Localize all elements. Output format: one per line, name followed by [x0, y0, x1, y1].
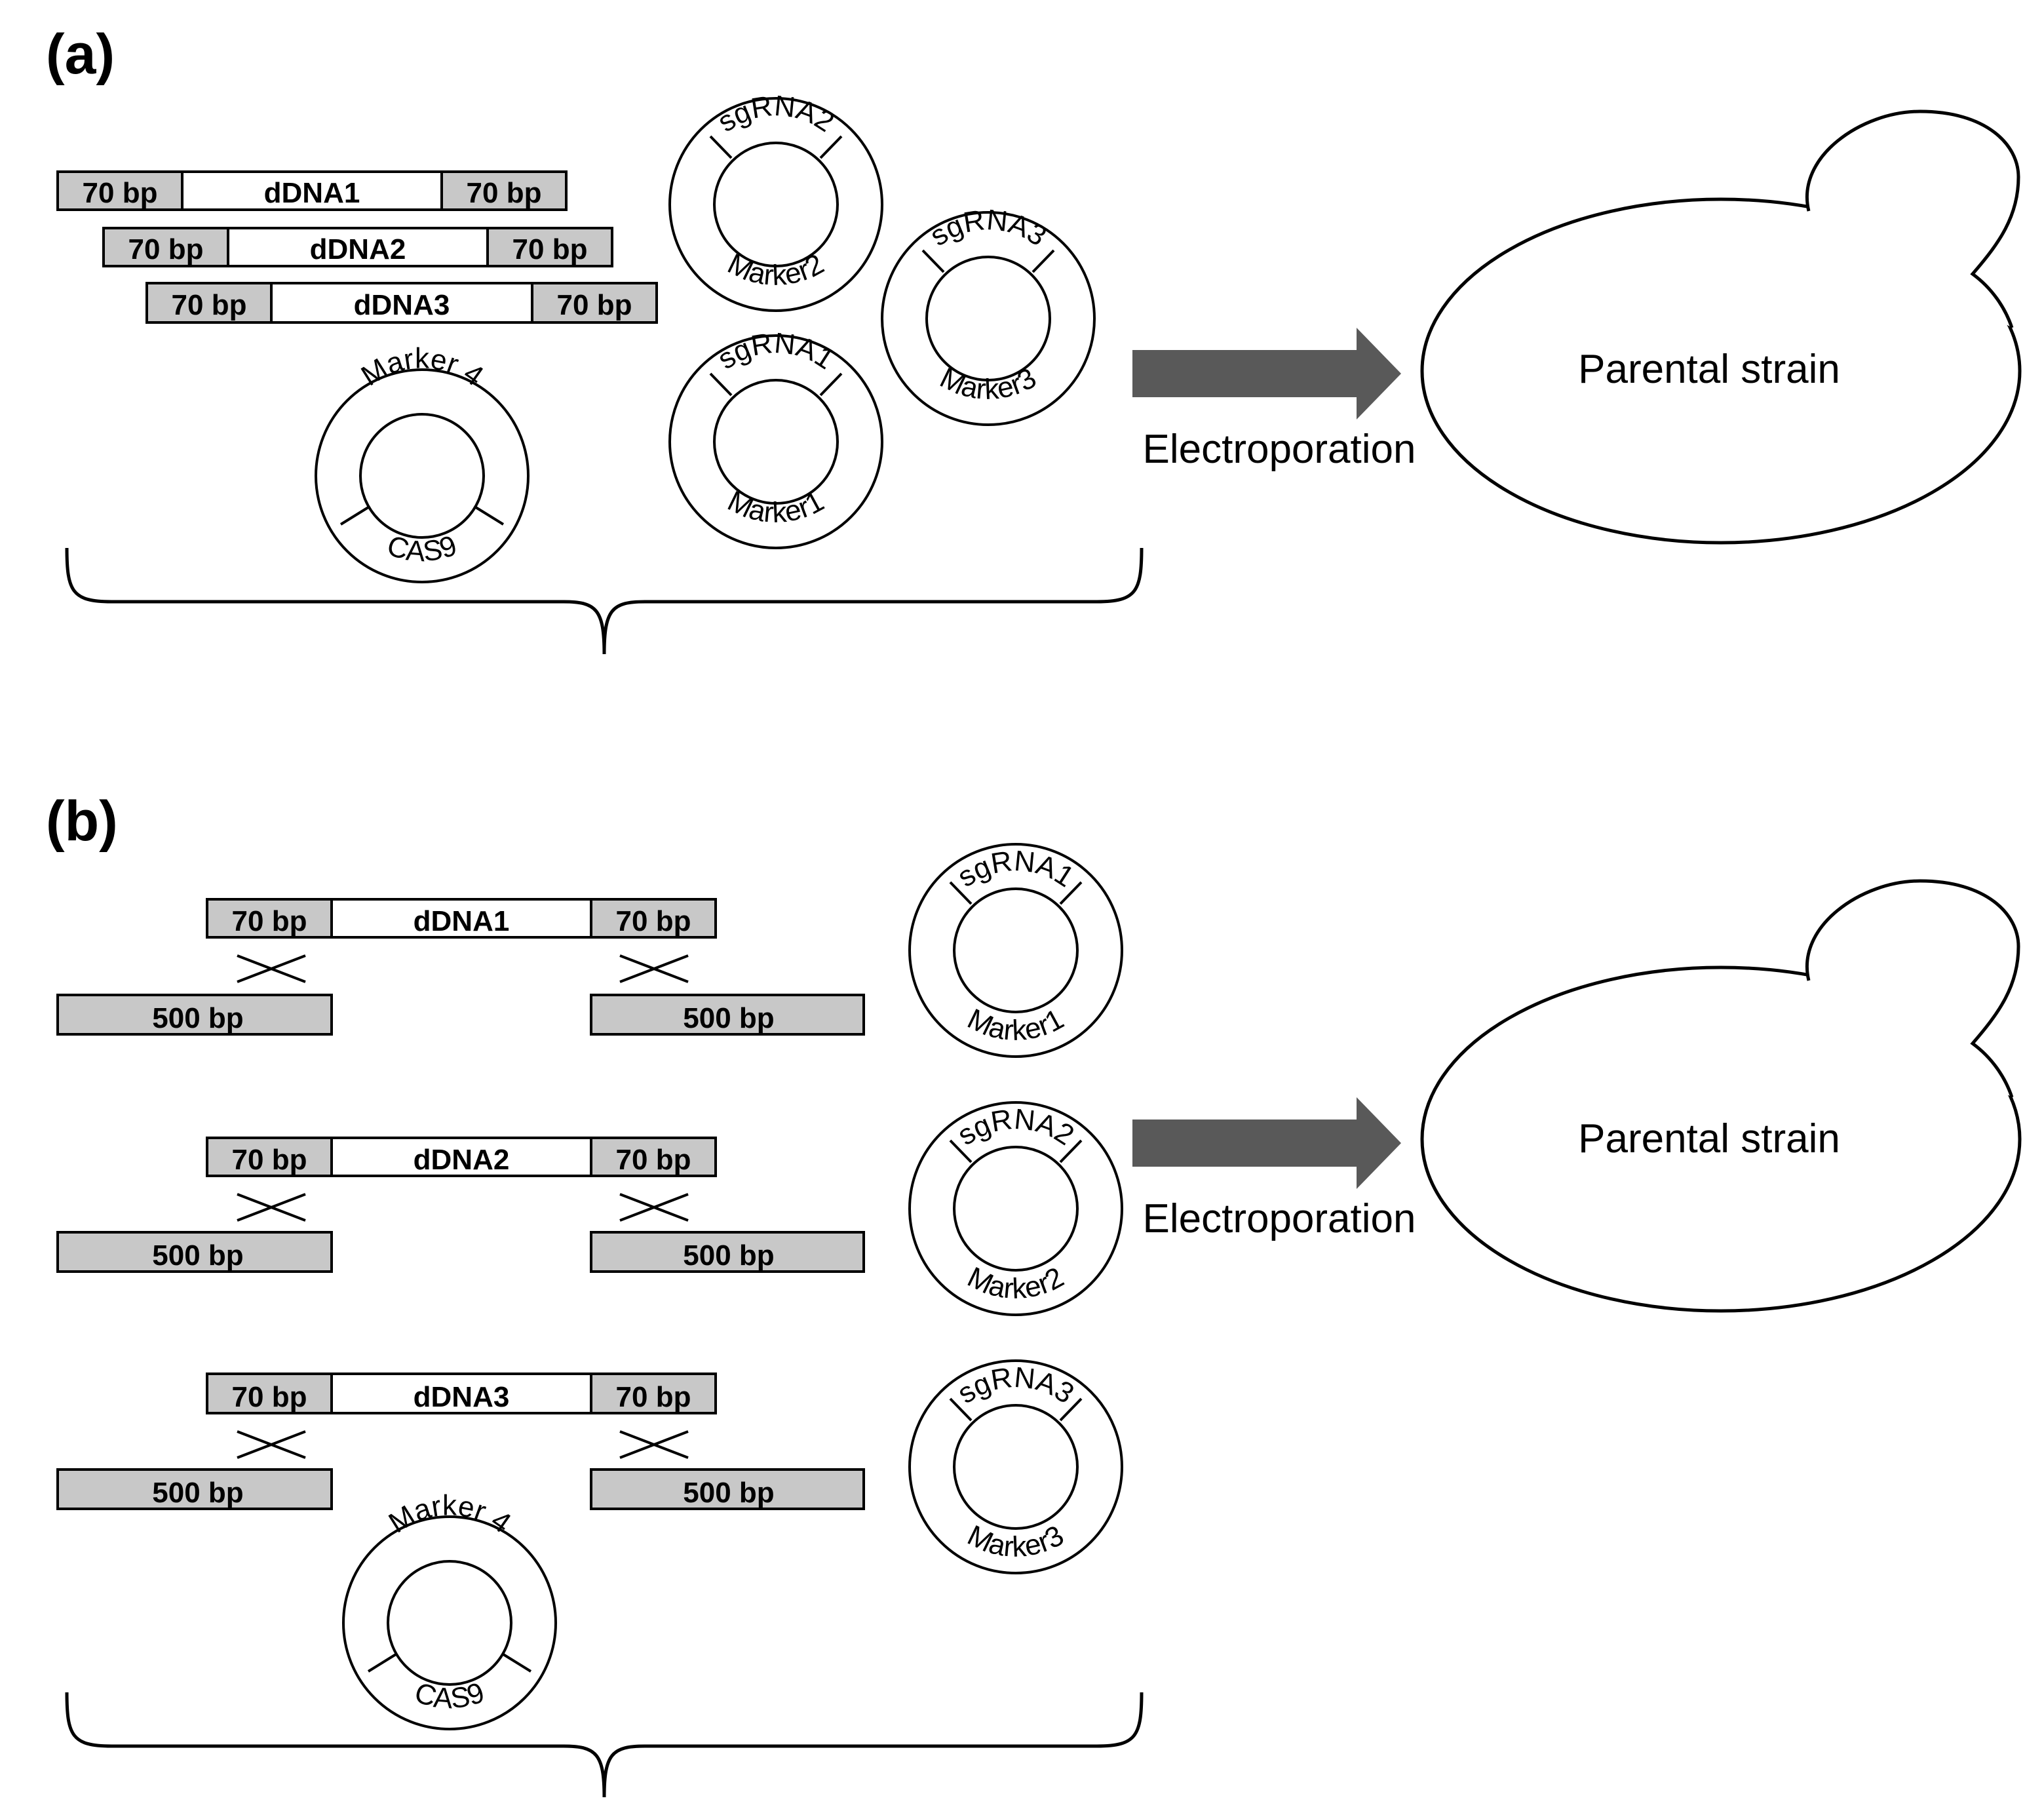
donor-dna-a1: 70 bp dDNA1 70 bp [56, 170, 568, 211]
donor-name-label: dDNA1 [414, 905, 510, 937]
plasmid-sgrna2: sgRNA2 Marker2 [908, 1101, 1123, 1316]
donor-core [330, 898, 592, 939]
donor-core [181, 170, 443, 211]
genomic-homology-left [56, 1468, 333, 1510]
plasmid-bottom-label: CAS9 [411, 1676, 488, 1715]
donor-name-label: dDNA3 [414, 1381, 510, 1413]
arm-left-label: 70 bp [232, 1381, 307, 1413]
plasmid-sgrna1: sgRNA1 Marker1 [668, 327, 883, 549]
plasmid-sgrna1: sgRNA1 Marker1 [908, 843, 1123, 1058]
crossover-mark [619, 954, 689, 983]
genomic-left-label: 500 bp [152, 1239, 243, 1272]
homology-arm-left [206, 1137, 333, 1177]
arm-right-label: 70 bp [616, 1381, 691, 1413]
homology-arm-left [206, 898, 333, 939]
donor-core [330, 1373, 592, 1414]
cell-label: Parental strain [1578, 1116, 1840, 1161]
genomic-right-label: 500 bp [683, 1002, 774, 1034]
cell-label: Parental strain [1578, 347, 1840, 392]
homology-arm-right [590, 898, 717, 939]
crossover-mark [237, 1193, 306, 1222]
genomic-homology-left [56, 994, 333, 1036]
yeast-cell [1420, 109, 2022, 545]
plasmid-cas9: Marker 4 CAS9 [342, 1489, 557, 1730]
arm-right-label: 70 bp [557, 289, 632, 321]
homology-arm-left [145, 282, 273, 324]
arrow-label: Electroporation [1142, 427, 1416, 472]
donor-core [227, 227, 489, 267]
homology-arm-left [56, 170, 183, 211]
donor-dna-b3: 70 bp dDNA3 70 bp 500 bp 500 bp [56, 1373, 865, 1510]
crossover-mark [237, 954, 306, 983]
plasmid-sgrna3: sgRNA3 Marker3 [881, 204, 1096, 426]
arm-left-label: 70 bp [128, 233, 204, 265]
electroporation-arrow [1132, 328, 1401, 419]
donor-name-label: dDNA2 [310, 233, 406, 265]
panel-b: (b) 70 bp dDNA1 70 bp 500 bp 500 bp 70 b… [46, 790, 2022, 1798]
arm-right-label: 70 bp [467, 177, 542, 209]
genomic-homology-right [590, 994, 865, 1036]
panel-a-label: (a) [46, 23, 115, 86]
donor-name-label: dDNA1 [264, 177, 360, 209]
homology-arm-right [531, 282, 658, 324]
genomic-left-label: 500 bp [152, 1477, 243, 1509]
crossover-mark [619, 1193, 689, 1222]
genomic-homology-right [590, 1468, 865, 1510]
arm-right-label: 70 bp [616, 1144, 691, 1176]
genomic-right-label: 500 bp [683, 1239, 774, 1272]
plasmid-bottom-label: CAS9 [383, 529, 461, 568]
donor-dna-a2: 70 bp dDNA2 70 bp [102, 227, 613, 267]
donor-dna-b2: 70 bp dDNA2 70 bp 500 bp 500 bp [56, 1137, 865, 1273]
electroporation-arrow [1132, 1097, 1401, 1189]
donor-name-label: dDNA2 [414, 1144, 510, 1176]
genomic-homology-right [590, 1231, 865, 1273]
genomic-homology-left [56, 1231, 333, 1273]
arm-left-label: 70 bp [172, 289, 247, 321]
donor-dna-b1: 70 bp dDNA1 70 bp 500 bp 500 bp [56, 898, 865, 1036]
homology-arm-right [486, 227, 613, 267]
plasmid-sgrna2: sgRNA2 Marker2 [668, 90, 883, 312]
plasmid-sgrna3: sgRNA3 Marker3 [908, 1359, 1123, 1574]
panel-a: (a) 70 bp dDNA1 70 bp 70 bp dDNA2 70 bp … [46, 23, 2022, 655]
genomic-left-label: 500 bp [152, 1002, 243, 1034]
arm-right-label: 70 bp [616, 905, 691, 937]
arm-left-label: 70 bp [232, 1144, 307, 1176]
homology-arm-right [590, 1137, 717, 1177]
arrow-label: Electroporation [1142, 1196, 1416, 1241]
yeast-cell [1420, 879, 2022, 1313]
genomic-right-label: 500 bp [683, 1477, 774, 1509]
donor-dna-a3: 70 bp dDNA3 70 bp [145, 282, 658, 324]
arm-right-label: 70 bp [512, 233, 588, 265]
homology-arm-right [440, 170, 568, 211]
crossover-mark [619, 1430, 689, 1459]
donor-name-label: dDNA3 [354, 289, 450, 321]
grouping-brace [65, 1692, 1144, 1798]
plasmid-cas9: Marker 4 CAS9 [315, 342, 530, 583]
arm-left-label: 70 bp [232, 905, 307, 937]
donor-core [270, 282, 533, 324]
homology-arm-right [590, 1373, 717, 1414]
arm-left-label: 70 bp [83, 177, 158, 209]
grouping-brace [65, 547, 1144, 655]
crossover-mark [237, 1430, 306, 1459]
panel-b-label: (b) [46, 790, 118, 853]
